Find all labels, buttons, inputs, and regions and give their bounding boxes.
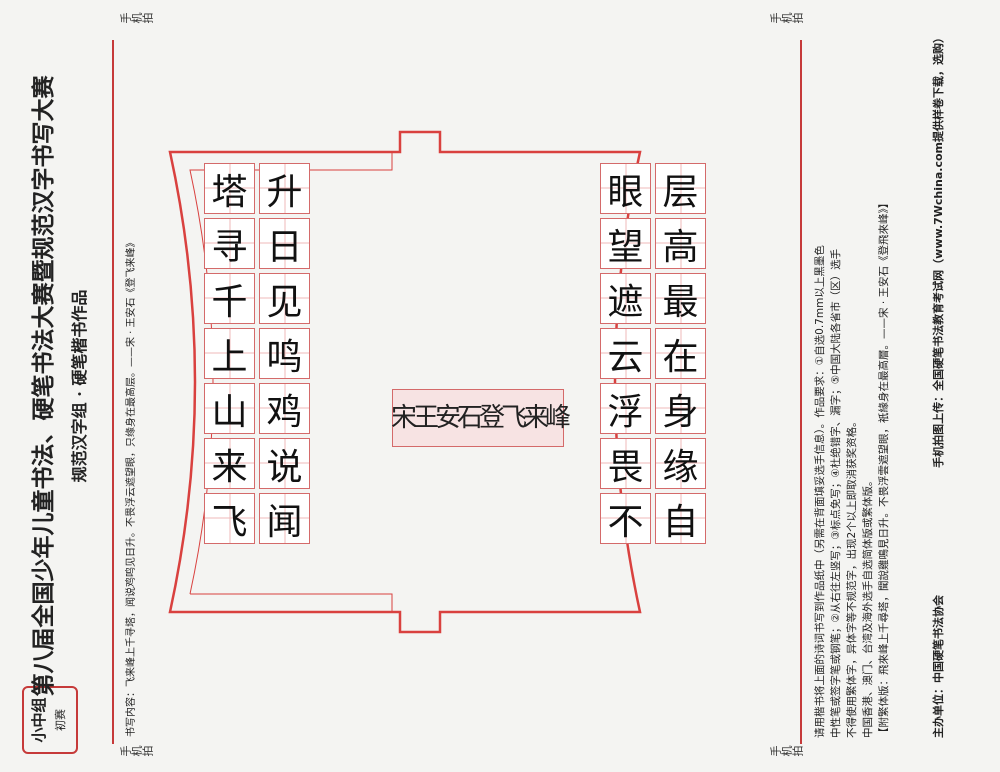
poem-title-char: 峰 [544, 403, 571, 433]
char-text: 畏 [607, 446, 644, 488]
corner-mark-bl: 手机拍 [770, 745, 803, 758]
instruction-line: 不得使用繁体字，异体字等不规范字，出现2个以上即取消获奖资格。 [846, 416, 858, 738]
char-cell: 千 [204, 273, 255, 324]
poem-title-banner: 宋王安石登飞来峰 [391, 389, 571, 447]
char-text: 飞 [211, 501, 248, 543]
char-cell: 来 [204, 438, 255, 489]
char-cell: 畏 [600, 438, 651, 489]
char-text: 在 [662, 336, 699, 378]
char-cell: 身 [655, 383, 706, 434]
page-title: 第八届全国少年儿童书法、硬笔书法大赛暨规范汉字书写大赛 [30, 75, 57, 697]
char-cell: 浮 [600, 383, 651, 434]
corner-mark-tl: 手机拍 [120, 745, 153, 758]
char-text: 高 [662, 226, 699, 268]
instruction-line: 【附繁体版：飛來峰上千尋塔，聞說雞鳴見日升。不畏浮雲遮望眼，祇緣身在最高層。——… [878, 197, 890, 738]
corner-mark-tr: 手机拍 [120, 12, 153, 25]
char-cell: 鸣 [259, 328, 310, 379]
char-cell: 望 [600, 218, 651, 269]
grid-column: 遮最 [600, 273, 710, 324]
char-cell: 闻 [259, 493, 310, 544]
poem-grid-left: 不自畏缘浮身云在遮最望高眼层 [600, 159, 710, 544]
char-text: 山 [211, 391, 248, 433]
grid-column: 千见 [204, 273, 314, 324]
char-cell: 最 [655, 273, 706, 324]
char-cell: 飞 [204, 493, 255, 544]
char-cell: 自 [655, 493, 706, 544]
poem-grid-right: 飞闻来说山鸡上鸣千见寻日塔升 [204, 159, 314, 544]
char-cell: 塔 [204, 163, 255, 214]
instruction-line: 请用楷书将上面的诗词书写到作品纸中（另需在背面填妥选手信息）。作品要求：①自选0… [814, 245, 826, 738]
char-cell: 在 [655, 328, 706, 379]
char-cell: 高 [655, 218, 706, 269]
grid-column: 山鸡 [204, 383, 314, 434]
char-text: 眼 [607, 171, 644, 213]
char-cell: 山 [204, 383, 255, 434]
grid-column: 望高 [600, 218, 710, 269]
char-cell: 遮 [600, 273, 651, 324]
char-text: 说 [266, 446, 303, 488]
char-text: 缘 [662, 446, 699, 488]
grid-column: 飞闻 [204, 493, 314, 544]
char-text: 见 [266, 281, 303, 323]
char-cell: 升 [259, 163, 310, 214]
content-line: 书写内容：飞来峰上千寻塔，闻说鸡鸣见日升。不畏浮云遮望眼，只缘身在最高层。——宋… [126, 237, 137, 737]
char-text: 遮 [607, 281, 644, 323]
char-text: 日 [266, 226, 303, 268]
organizer: 主办单位：中国硬笔书法协会 [932, 595, 945, 738]
char-text: 层 [662, 171, 699, 213]
grid-column: 畏缘 [600, 438, 710, 489]
grid-column: 塔升 [204, 163, 314, 214]
char-cell: 上 [204, 328, 255, 379]
char-cell: 鸡 [259, 383, 310, 434]
grid-column: 来说 [204, 438, 314, 489]
char-cell: 层 [655, 163, 706, 214]
char-cell: 见 [259, 273, 310, 324]
char-text: 鸡 [266, 391, 303, 433]
char-text: 千 [211, 281, 248, 323]
grid-column: 浮身 [600, 383, 710, 434]
char-text: 云 [607, 336, 644, 378]
grid-column: 上鸣 [204, 328, 314, 379]
char-cell: 云 [600, 328, 651, 379]
bottom-rule [800, 40, 802, 744]
char-text: 身 [662, 391, 699, 433]
char-text: 来 [211, 446, 248, 488]
char-text: 寻 [211, 226, 248, 268]
char-text: 最 [662, 281, 699, 323]
top-rule [112, 40, 114, 744]
corner-mark-br: 手机拍 [770, 12, 803, 25]
char-text: 自 [662, 501, 699, 543]
grid-column: 云在 [600, 328, 710, 379]
char-cell: 日 [259, 218, 310, 269]
instruction-line: 中国香港、澳门、台湾及海外选手自选简体版或繁体版。 [862, 475, 874, 739]
char-text: 浮 [607, 391, 644, 433]
char-cell: 寻 [204, 218, 255, 269]
char-cell: 缘 [655, 438, 706, 489]
upload-info: 手机拍图上传：全国硬笔书法教育考试网（www.7Wchina.com提供样卷下载… [932, 32, 945, 468]
char-text: 闻 [266, 501, 303, 543]
char-cell: 说 [259, 438, 310, 489]
char-text: 塔 [211, 171, 248, 213]
char-text: 鸣 [266, 336, 303, 378]
instructions-block: 请用楷书将上面的诗词书写到作品纸中（另需在背面填妥选手信息）。作品要求：①自选0… [812, 18, 892, 738]
grid-column: 不自 [600, 493, 710, 544]
grid-column: 寻日 [204, 218, 314, 269]
char-text: 上 [211, 336, 248, 378]
char-cell: 眼 [600, 163, 651, 214]
char-text: 升 [266, 171, 303, 213]
grid-column: 眼层 [600, 163, 710, 214]
char-text: 不 [607, 501, 644, 543]
page-subtitle: 规范汉字组 · 硬笔楷书作品 [70, 289, 89, 483]
char-cell: 不 [600, 493, 651, 544]
char-text: 望 [607, 226, 644, 268]
instruction-line: 中性笔或签字笔或钢笔；②从右往左竖写；③标点免写；④杜绝错字、漏字；⑤中国大陆各… [830, 248, 842, 738]
